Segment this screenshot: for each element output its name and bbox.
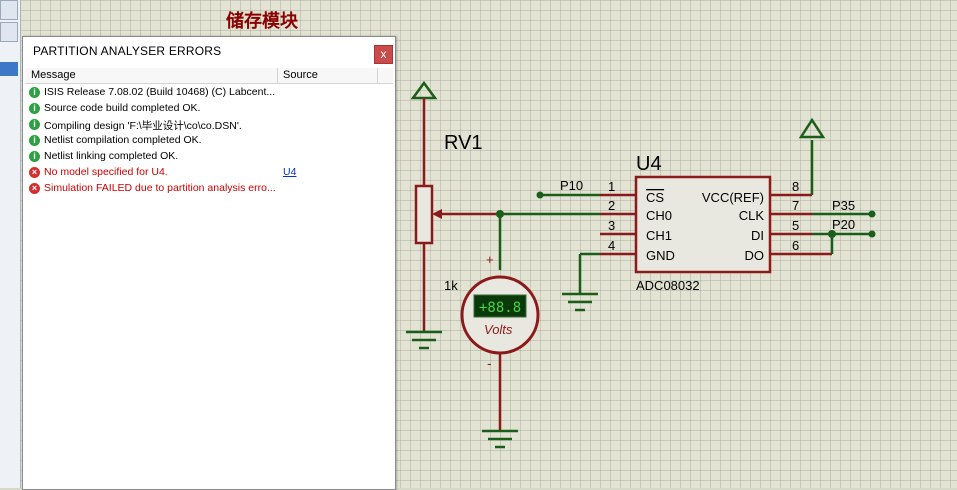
- net-label-p35: P35: [832, 198, 855, 213]
- voltmeter-display: +88.8: [479, 300, 521, 316]
- wiper-arrow-icon: [432, 209, 442, 219]
- voltmeter-plus-label: +: [486, 252, 494, 267]
- net-terminal-p10: [536, 191, 544, 199]
- list-item[interactable]: i ISIS Release 7.08.02 (Build 10468) (C)…: [27, 85, 393, 101]
- potentiometer-rv1[interactable]: [414, 184, 434, 245]
- message-text: Source code build completed OK.: [44, 102, 201, 114]
- column-divider[interactable]: [377, 68, 378, 83]
- power-terminal-rv1[interactable]: [410, 80, 438, 100]
- chip-pin-name: CH0: [646, 208, 672, 223]
- info-icon: i: [29, 135, 40, 146]
- chip-u4-body[interactable]: [634, 175, 772, 274]
- chip-part-label: ADC08032: [636, 278, 700, 293]
- power-terminal-vcc[interactable]: [798, 117, 826, 139]
- list-item[interactable]: i Compiling design 'F:\毕业设计\co\co.DSN'.: [27, 117, 393, 133]
- dialog-titlebar[interactable]: PARTITION ANALYSER ERRORS x: [23, 37, 395, 67]
- message-text: ISIS Release 7.08.02 (Build 10468) (C) L…: [44, 86, 276, 98]
- source-link[interactable]: U4: [283, 166, 297, 178]
- dialog-title: PARTITION ANALYSER ERRORS: [33, 44, 222, 58]
- chip-right-pins: [770, 193, 832, 256]
- list-header: Message Source: [25, 68, 393, 84]
- net-terminal-p35: [868, 210, 876, 218]
- message-text: Compiling design 'F:\毕业设计\co\co.DSN'.: [44, 120, 242, 132]
- chip-pin-num: 8: [792, 179, 799, 194]
- chip-pin-name: CLK: [739, 208, 765, 223]
- partition-analyser-dialog: PARTITION ANALYSER ERRORS x Message Sour…: [22, 36, 396, 490]
- info-icon: i: [29, 151, 40, 162]
- info-icon: i: [29, 103, 40, 114]
- net-terminal-p20: [868, 230, 876, 238]
- message-text: Simulation FAILED due to partition analy…: [44, 182, 276, 194]
- module-title: 储存模块: [226, 11, 298, 32]
- chip-pin-num: 3: [608, 218, 615, 233]
- info-icon: i: [29, 119, 40, 130]
- chip-pin-num: 4: [608, 238, 615, 253]
- close-button[interactable]: x: [374, 45, 393, 64]
- list-item[interactable]: i Source code build completed OK.: [27, 101, 393, 117]
- message-text: No model specified for U4.: [44, 166, 168, 178]
- chip-pin-name: CH1: [646, 228, 672, 243]
- ground-voltmeter: [482, 429, 518, 449]
- list-item[interactable]: × No model specified for U4. U4: [27, 165, 393, 181]
- chip-left-pins: [600, 193, 636, 256]
- net-label-p10: P10: [560, 178, 583, 193]
- column-header-message[interactable]: Message: [31, 69, 76, 81]
- list-item[interactable]: i Netlist compilation completed OK.: [27, 133, 393, 149]
- chip-pin-num: 2: [608, 198, 615, 213]
- list-item[interactable]: i Netlist linking completed OK.: [27, 149, 393, 165]
- ground-rv1: [406, 330, 442, 350]
- chip-pin-name: VCC(REF): [702, 190, 764, 205]
- close-icon: x: [380, 47, 387, 61]
- chip-pin-num: 6: [792, 238, 799, 253]
- column-divider[interactable]: [277, 68, 278, 83]
- chip-pin-name: DI: [751, 228, 764, 243]
- chip-pin-name: DO: [745, 248, 765, 263]
- message-text: Netlist linking completed OK.: [44, 150, 179, 162]
- chip-pin-name: CS: [646, 190, 664, 205]
- pot-ref-label: RV1: [444, 132, 483, 154]
- chip-pin-num: 7: [792, 198, 799, 213]
- message-text: Netlist compilation completed OK.: [44, 134, 202, 146]
- net-label-p20: P20: [832, 217, 855, 232]
- panel-tab[interactable]: [0, 22, 18, 42]
- voltmeter-unit: Volts: [484, 322, 513, 337]
- panel-tab[interactable]: [0, 0, 18, 20]
- message-list: i ISIS Release 7.08.02 (Build 10468) (C)…: [27, 85, 393, 197]
- pot-value-label: 1k: [444, 278, 458, 293]
- panel-selection[interactable]: [0, 62, 18, 76]
- info-icon: i: [29, 87, 40, 98]
- voltmeter-minus-label: -: [487, 355, 492, 371]
- list-item[interactable]: × Simulation FAILED due to partition ana…: [27, 181, 393, 197]
- column-header-source[interactable]: Source: [283, 69, 318, 81]
- left-panel-edge: [0, 0, 21, 488]
- error-icon: ×: [29, 183, 40, 194]
- chip-pin-num: 5: [792, 218, 799, 233]
- chip-pin-num: 1: [608, 179, 615, 194]
- ground-chip: [562, 292, 598, 312]
- junction-dot: [828, 230, 836, 238]
- error-icon: ×: [29, 167, 40, 178]
- chip-ref-label: U4: [636, 153, 662, 175]
- chip-pin-name: GND: [646, 248, 675, 263]
